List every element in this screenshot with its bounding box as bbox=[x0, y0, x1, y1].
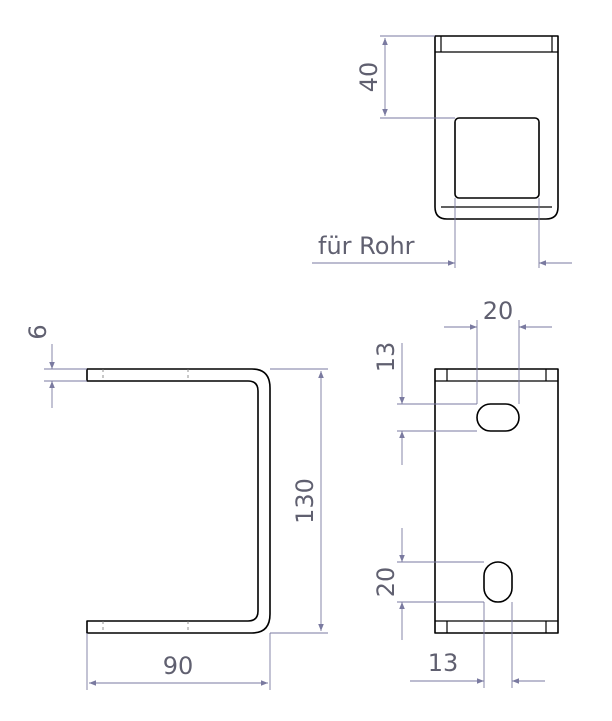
dim-left13-text: 13 bbox=[372, 342, 400, 373]
front-view: 6 130 90 bbox=[24, 324, 328, 690]
dim-left20-text: 20 bbox=[372, 567, 400, 598]
top-view-outline bbox=[434, 35, 559, 220]
top-view: 40 für Rohr bbox=[312, 35, 572, 268]
slot-horizontal bbox=[476, 403, 520, 432]
dim-top20-text: 20 bbox=[483, 297, 514, 325]
dim-bottom13-text: 13 bbox=[428, 649, 459, 677]
slot-vertical bbox=[483, 561, 513, 603]
side-view: 20 13 20 13 bbox=[372, 297, 559, 688]
dim-6-text: 6 bbox=[24, 324, 52, 339]
dim-40-text: 40 bbox=[355, 62, 383, 93]
dim-90-text: 90 bbox=[163, 652, 194, 680]
side-view-outline bbox=[434, 368, 559, 634]
tube-opening bbox=[454, 117, 540, 199]
dim-130-text: 130 bbox=[291, 478, 319, 524]
dim-rohr-text: für Rohr bbox=[318, 232, 415, 260]
u-bracket-profile bbox=[86, 368, 271, 634]
